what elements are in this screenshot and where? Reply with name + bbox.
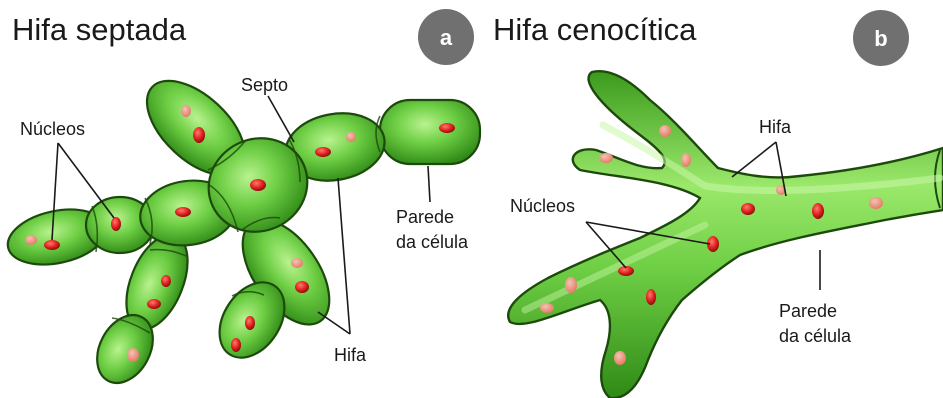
nucleus-faded [291,258,303,268]
badge-b: b [853,10,909,66]
label-nuclei-a: Núcleos [20,119,85,139]
nucleus [147,299,161,309]
nucleus-faded [869,197,883,209]
nucleus [245,316,255,330]
nucleus [812,203,824,219]
badge-a-label: a [440,25,453,50]
label-hypha-b: Hifa [759,117,792,137]
nucleus-faded [681,153,691,167]
nucleus [111,217,121,231]
leader-line [732,142,776,177]
nucleus-faded [25,235,37,245]
nucleus-faded [599,153,613,163]
nucleus-faded [540,303,554,313]
nucleus [295,281,309,293]
nucleus-faded [659,125,671,137]
label-septum: Septo [241,75,288,95]
leader-line [338,178,350,334]
nucleus [439,123,455,133]
leader-line [318,312,350,334]
nucleus [741,203,755,215]
label-wall-a-line1: Parede [396,207,454,227]
badge-a: a [418,9,474,65]
panel-a-title: Hifa septada [12,12,187,47]
cell-right-end [380,100,480,164]
nucleus [231,338,241,352]
nucleus-faded [127,348,139,362]
nucleus-faded [181,105,191,117]
panel-b: Hifa cenocítica b [493,10,943,398]
nucleus [161,275,171,287]
nucleus [646,289,656,305]
leader-line [268,96,294,142]
badge-b-label: b [874,26,887,51]
coenocytic-hypha-body [508,71,943,398]
leader-line [428,166,430,202]
label-nuclei-b: Núcleos [510,196,575,216]
nucleus [44,240,60,250]
label-wall-a-line2: da célula [396,232,469,252]
panel-a: Hifa septada a [3,9,480,393]
nucleus [193,127,205,143]
label-wall-b-line1: Parede [779,301,837,321]
panel-b-title: Hifa cenocítica [493,12,697,47]
nucleus [175,207,191,217]
label-wall-b-line2: da célula [779,326,852,346]
label-hypha-a: Hifa [334,345,367,365]
leader-line [58,143,114,218]
nucleus-faded [565,277,577,293]
nucleus-faded [346,132,356,142]
nucleus [250,179,266,191]
nucleus-faded [614,351,626,365]
septate-cells [3,64,480,393]
nucleus [315,147,331,157]
